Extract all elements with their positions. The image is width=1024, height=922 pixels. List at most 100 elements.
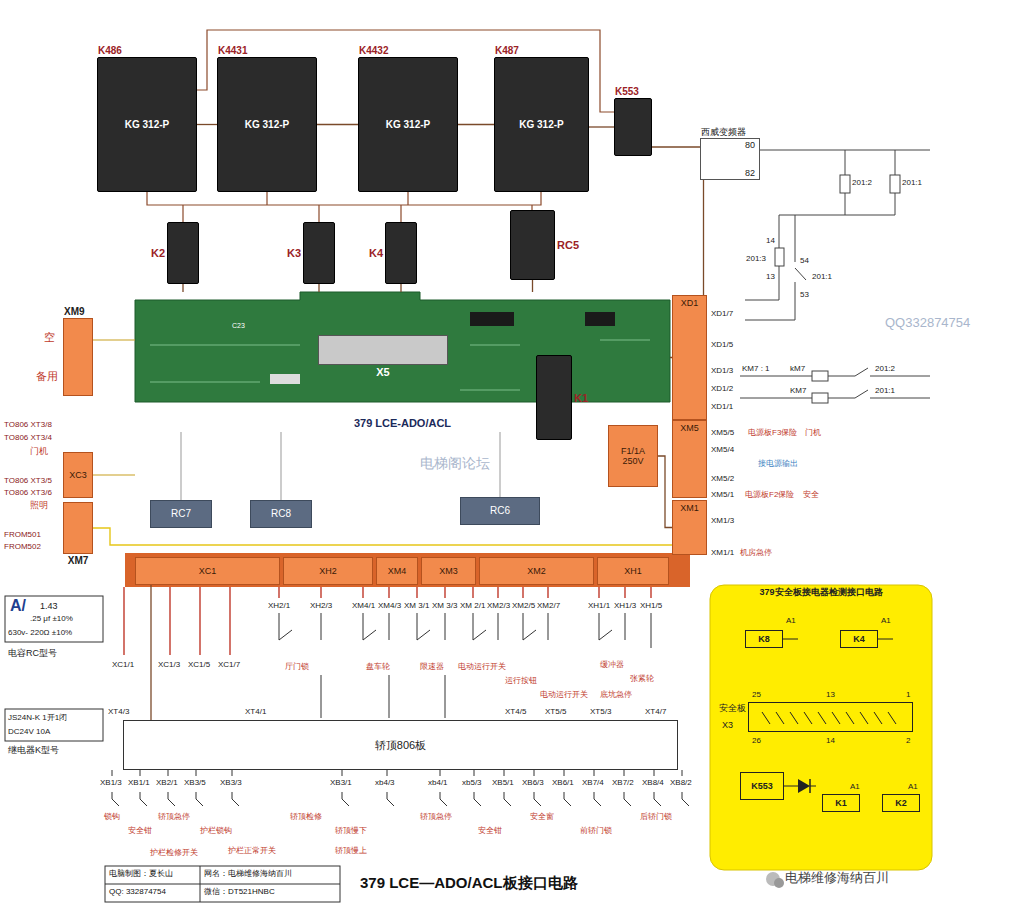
text-label: 53 [800, 290, 809, 299]
node-body: KG 312-P [359, 58, 457, 191]
wire [703, 180, 704, 295]
text-label: 护栏检修开关 [150, 848, 198, 857]
node-body: 8082 [701, 139, 759, 179]
inverter-box: 8082西威变频器 [700, 138, 760, 180]
text-label: XM 3/3 [432, 601, 457, 610]
text-label: 201:1 [875, 386, 895, 395]
text-label: C23 [232, 322, 245, 330]
text-label: XB2/1 [156, 778, 178, 787]
node-label: 250V [622, 456, 643, 466]
text-label: XH2/1 [268, 601, 290, 610]
wire [318, 284, 319, 292]
wire [317, 124, 358, 125]
node-body: XC1 [136, 558, 279, 584]
relay-symbol: K2 [882, 794, 920, 812]
node-label: RC7 [171, 508, 191, 520]
text-label: 1 [906, 690, 910, 699]
text-label: 运行按钮 [505, 676, 537, 685]
wire [197, 124, 217, 125]
wire [532, 280, 533, 292]
node-label: XM5 [680, 423, 699, 433]
text-label: XB3/1 [330, 778, 352, 787]
node-body [304, 223, 334, 283]
text-label: XT4/3 [108, 707, 129, 716]
terminal-block: XH2 [283, 557, 373, 585]
node-label: 379安全板接电器检测接口电路 [759, 587, 882, 597]
relay-symbol: K553 [740, 772, 784, 800]
node-label: XM4 [388, 566, 407, 576]
text-label: 备用 [36, 370, 58, 383]
text-label: 门机 [805, 428, 821, 437]
terminal-block: XM7 [63, 502, 93, 554]
text-label: 安全窗 [530, 812, 554, 821]
text-label: XB6/3 [522, 778, 544, 787]
node-label: K1 [574, 391, 588, 404]
node-label: RC6 [490, 505, 510, 517]
text-label: 锁钩 [104, 812, 120, 821]
node-label: KG 312-P [125, 119, 169, 131]
node-label: K1 [835, 798, 847, 808]
wire [658, 456, 672, 528]
text-label: X3 [722, 720, 733, 730]
text-label: XB3/5 [184, 778, 206, 787]
node-body: XM4 [377, 558, 417, 584]
text-label: XB5/1 [492, 778, 514, 787]
relay-box: RC5 [510, 210, 555, 280]
node-body: KG 312-P [218, 58, 316, 191]
watermark: QQ332874754 [885, 316, 970, 331]
node-body: RC6 [461, 498, 539, 524]
text-label: TO806 XT3/5 [4, 476, 52, 485]
text-label: 后轿门锁 [640, 812, 672, 821]
text-label: XB7/2 [612, 778, 634, 787]
text-label: KM7 [790, 386, 806, 395]
text-label: xb4/1 [428, 778, 448, 787]
text-label: 轿顶急停 [420, 812, 452, 821]
relay-symbol: 安全板 [748, 702, 913, 732]
node-body: K553 [741, 773, 783, 799]
node-body: XD1 [673, 296, 706, 419]
text-label: XM2/5 [512, 601, 535, 610]
text-label: XM 3/1 [404, 601, 429, 610]
text-label: TO806 XT3/8 [4, 420, 52, 429]
terminal-block: XC3 [63, 452, 93, 498]
watermark: 电梯阁论坛 [420, 455, 490, 471]
node-body: K8 [746, 631, 782, 647]
text-label: XH1/5 [640, 601, 662, 610]
text-label: FROM501 [4, 530, 41, 539]
node-body: KG 312-P [495, 58, 588, 191]
text-label: 电源板F3保险 [748, 428, 797, 437]
text-label: 继电器K型号 [8, 745, 59, 755]
text-label: .25 μf ±10% [30, 614, 73, 623]
text-label: 54 [800, 256, 809, 265]
node-label: KG 312-P [519, 119, 563, 131]
terminal-block: F1/1A250V [608, 425, 658, 487]
node-body [537, 356, 571, 439]
text-label: 轿顶慢上 [335, 846, 367, 855]
node-body: KG 312-P [98, 58, 196, 191]
node-label: XD1 [681, 298, 699, 308]
text-label: XM2/3 [487, 601, 510, 610]
schematic-panel: 379安全板接电器检测接口电路 K8 K4 安全板 K553K1 K2 [710, 585, 932, 870]
relay-box: KG 312-PK487 [494, 57, 589, 192]
text-label: 201:3 [746, 254, 766, 263]
terminal-block: XM3 [421, 557, 476, 585]
text-label: 护栏正常开关 [228, 846, 276, 855]
text-label: 26 [752, 736, 761, 745]
node-label: 379 LCE-ADO/ACL [354, 417, 451, 430]
wire [150, 585, 151, 720]
relay-symbol: K4 [840, 630, 878, 648]
terminal-block: XH1 [597, 557, 669, 585]
relay-box: KG 312-PK4431 [217, 57, 317, 192]
text-label: 空 [44, 331, 55, 344]
text-label: 轿顶检修 [290, 812, 322, 821]
node-body [511, 211, 554, 279]
text-label: 2 [906, 736, 910, 745]
diagram-title: 379 LCE—ADO/ACL板接口电路 [360, 874, 578, 891]
text-label: XC1/1 [112, 660, 134, 669]
relay-box: K3 [303, 222, 335, 284]
text-label: A1 [881, 616, 891, 625]
node-body: K4 [841, 631, 877, 647]
node-body: K1 [823, 795, 859, 811]
relay-box: K553 [614, 98, 652, 156]
text-label: XD1/2 [711, 384, 733, 393]
